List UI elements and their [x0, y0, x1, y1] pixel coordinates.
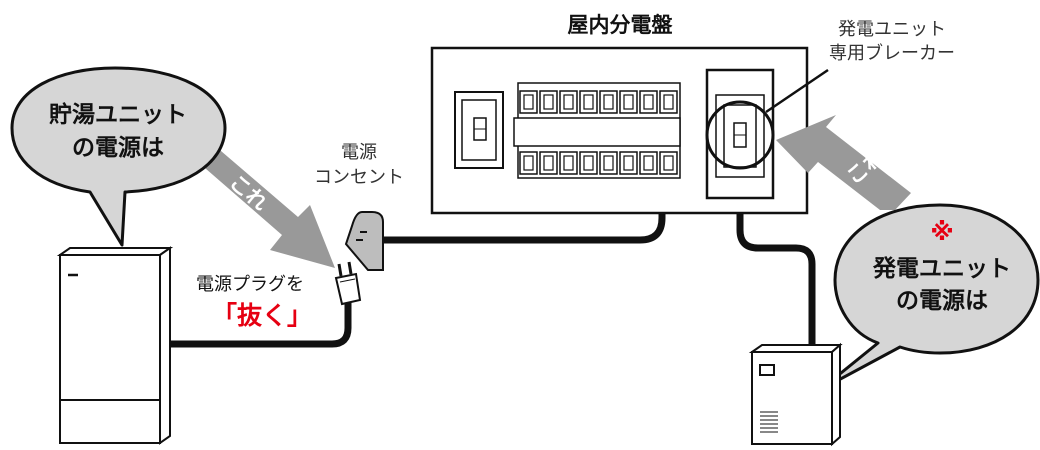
left-bubble-line2: の電源は [72, 135, 164, 161]
breaker-label-line2: 専用ブレーカー [829, 42, 955, 64]
plug-instruction-text: 電源プラグを [196, 274, 304, 295]
cables [166, 181, 816, 354]
cable-storage-to-plug [166, 296, 352, 348]
breaker-highlight-circle [705, 100, 775, 170]
right-bubble-line1: 発電ユニット [872, 256, 1011, 282]
left-bubble-line1: 貯湯ユニット [49, 101, 187, 128]
distribution-panel [430, 46, 829, 215]
right-bubble-line2: の電源は [896, 288, 988, 314]
breaker-label-line1: 発電ユニット [838, 19, 946, 40]
fuel-cell-breaker [705, 68, 829, 200]
arrow-left [190, 139, 335, 268]
fuel-cell-power-unit [748, 342, 843, 447]
left-speech-bubble [10, 66, 227, 247]
power-outlet [344, 211, 384, 271]
right-speech-bubble [818, 203, 1040, 392]
cable-outlet-to-panel [379, 181, 666, 244]
hot-water-storage-unit [56, 246, 174, 445]
arrow-right [776, 115, 911, 210]
outlet-label-line1: 電源 [341, 142, 377, 163]
power-plug [334, 261, 362, 306]
panel-title: 屋内分電盤 [568, 13, 674, 37]
main-breaker [454, 91, 504, 169]
outlet-label-line2: コンセント [314, 167, 404, 188]
breaker-leader-line [765, 68, 829, 114]
right-bubble-mark: ※ [930, 218, 953, 246]
unplug-action-text: 「抜く」 [212, 301, 312, 330]
branch-breakers [513, 82, 681, 179]
cable-breaker-to-fuel-cell [736, 193, 816, 354]
